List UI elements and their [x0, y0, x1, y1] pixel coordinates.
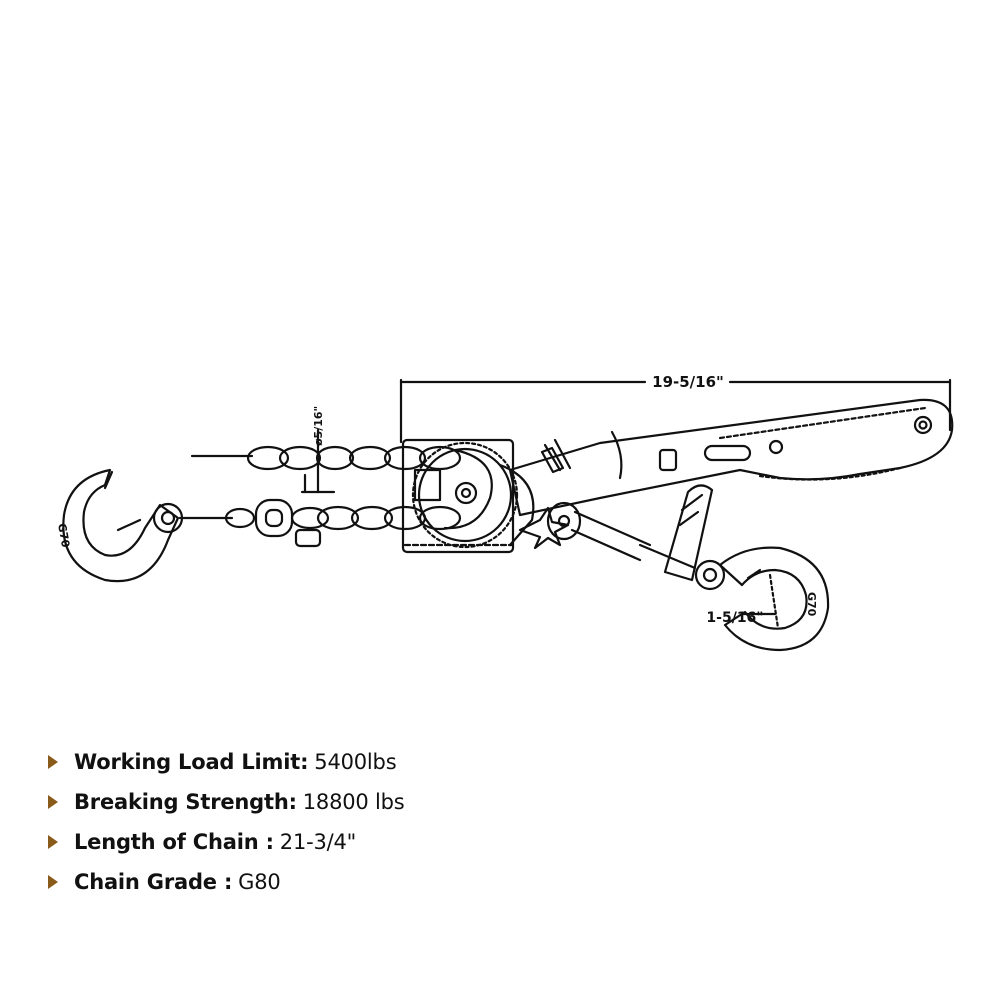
left-hook-grade-mark: G70 — [55, 522, 72, 549]
top-chain — [190, 445, 493, 530]
spec-label: Length of Chain : — [74, 830, 274, 854]
chain-diameter-label: ø5/16" — [312, 406, 325, 446]
spec-item-chain-grade: Chain Grade : G80 — [48, 862, 405, 902]
triangle-right-icon — [48, 795, 58, 809]
spec-label: Breaking Strength: — [74, 790, 297, 814]
spec-value: 21-3/4" — [279, 830, 357, 854]
come-along-puller-diagram: 19-5/16" ø5/16" 1-5/16" G70 G70 — [55, 373, 954, 652]
ratchet-body — [401, 438, 535, 554]
spec-list: Working Load Limit: 5400lbs Breaking Str… — [48, 742, 405, 902]
spec-value: G80 — [238, 870, 281, 894]
overall-length-label: 19-5/16" — [652, 373, 724, 391]
left-hook — [62, 468, 184, 583]
right-hook — [638, 543, 830, 652]
right-hook-grade-mark: G70 — [805, 592, 818, 617]
triangle-right-icon — [48, 755, 58, 769]
triangle-right-icon — [48, 835, 58, 849]
bottom-chain — [178, 498, 462, 548]
hook-throat-label: 1-5/16" — [706, 610, 763, 626]
spec-item-length-of-chain: Length of Chain : 21-3/4" — [48, 822, 405, 862]
triangle-right-icon — [48, 875, 58, 889]
spec-item-breaking-strength: Breaking Strength: 18800 lbs — [48, 782, 405, 822]
release-lever — [518, 484, 714, 582]
lever-handle — [508, 398, 954, 517]
length-dimension — [399, 378, 952, 444]
spec-item-working-load-limit: Working Load Limit: 5400lbs — [48, 742, 405, 782]
spec-label: Chain Grade : — [74, 870, 233, 894]
spec-label: Working Load Limit: — [74, 750, 309, 774]
spec-value: 18800 lbs — [302, 790, 405, 814]
chain-diameter-dimension — [300, 428, 336, 494]
spec-value: 5400lbs — [314, 750, 397, 774]
